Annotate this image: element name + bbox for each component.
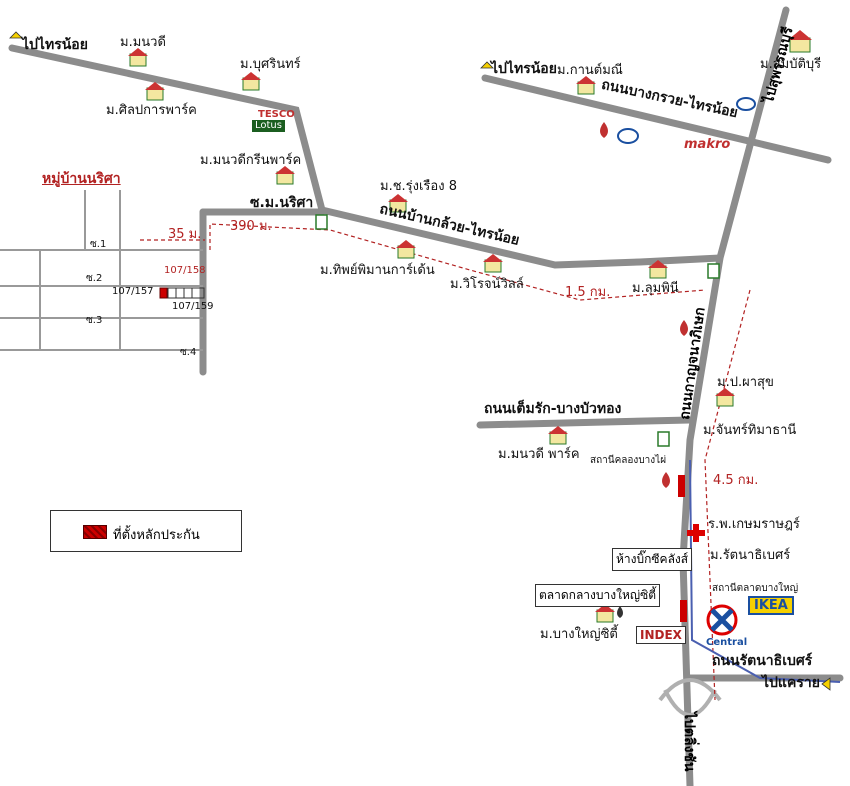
road-label-rattanathibet: ถนนรัตนาธิเบศร์ <box>712 653 813 669</box>
village-icon <box>483 254 503 273</box>
village-icon <box>275 166 295 185</box>
inset-soi-3: ซ.3 <box>86 315 103 326</box>
interchange <box>658 678 722 717</box>
place-market: ตลาดกลางบางใหญ่ซิตี้ <box>535 584 661 607</box>
gas-station-icons <box>600 122 688 618</box>
station-khlong-marker <box>678 475 685 497</box>
central-logo-icon <box>706 604 738 636</box>
village-thip: ม.ทิพย์พิมานการ์เด้น <box>320 263 435 278</box>
collateral-lots <box>159 287 205 299</box>
direction-nonthaburi: ไปตลิ่งชัน <box>681 712 697 772</box>
hospital-cross-icon <box>687 524 705 542</box>
place-big-c: ห้างบิ๊กซีคลังส์ <box>612 548 693 571</box>
legend-label: ที่ตั้งหลักประกัน <box>113 528 200 543</box>
station-talad-marker <box>680 600 687 622</box>
village-icon <box>145 82 165 101</box>
village-monvadee-park: ม.มนวดี พาร์ค <box>498 447 580 462</box>
distance-4-5km: 4.5 กม. <box>713 473 759 488</box>
village-monvadee: ม.มนวดี <box>120 35 166 50</box>
road-tem-rak <box>476 416 694 429</box>
station-khlong-bang-phai: สถานีคลองบางไผ่ <box>590 455 667 466</box>
inset-lot-157: 107/157 <box>112 286 154 297</box>
distance-1-5km: 1.5 กม. <box>565 285 611 300</box>
esso-icons <box>617 97 756 144</box>
place-hospital: ร.พ.เกษมราษฎร์ <box>708 517 800 532</box>
village-icon <box>396 240 416 259</box>
road-label-tem-rak: ถนนเต็มรัก-บางบัวทอง <box>484 401 622 417</box>
brand-lotus: Lotus <box>252 120 285 132</box>
main-roads <box>8 6 844 786</box>
village-viroj: ม.วิโรจน์วิลล์ <box>450 277 524 292</box>
legend-swatch <box>83 525 107 539</box>
village-icon <box>388 194 408 213</box>
village-sombat: ม.สมบัติบุรี <box>760 57 822 72</box>
village-icon <box>576 76 596 95</box>
road-ban-kluai-sai-noi <box>8 44 724 269</box>
village-icon <box>128 48 148 67</box>
road-bang-kruai-sai-noi <box>481 74 832 164</box>
place-index: INDEX <box>636 626 686 644</box>
village-icon <box>788 30 812 53</box>
road-label-soi-narisa: ซ.ม.นริศา <box>250 195 314 211</box>
direction-flags <box>9 31 831 691</box>
station-talad-bang-yai: สถานีตลาดบางใหญ่ <box>712 583 799 594</box>
brand-tesco: TESCO <box>258 109 295 120</box>
inset-title: หมู่บ้านนริศา <box>42 171 121 187</box>
village-pasuk: ม.ป.ผาสุข <box>717 375 774 390</box>
inset-soi-4: ซ.4 <box>180 347 197 358</box>
inset-soi-1: ซ.1 <box>90 239 107 250</box>
direction-pak-kret: ไปแคราย <box>762 675 820 691</box>
brand-makro: makro <box>684 137 731 152</box>
village-burin: ม.บุศรินทร์ <box>240 57 301 72</box>
village-rungruang: ม.ช.รุ่งเรือง 8 <box>380 179 457 194</box>
inset-soi-2: ซ.2 <box>86 273 103 284</box>
village-kanmanee: ม.กานต์มณี <box>557 63 623 78</box>
distance-390m: 390 ม. <box>230 219 272 234</box>
seven-eleven-icons <box>315 214 720 447</box>
inset-lot-158: 107/158 <box>164 265 206 276</box>
village-chantima: ม.จันทร์ทิมาธานี <box>703 423 797 438</box>
legend: ที่ตั้งหลักประกัน <box>50 510 242 552</box>
brand-ikea: IKEA <box>748 596 794 615</box>
village-icon <box>648 260 668 279</box>
village-monvadee-green: ม.มนวดีกรีนพาร์ค <box>200 153 302 168</box>
village-rattanathibet: ม.รัตนาธิเบศร์ <box>710 548 791 563</box>
village-icon <box>548 426 568 445</box>
village-silapakorn: ม.ศิลปการพาร์ค <box>106 103 197 118</box>
distance-35m: 35 ม. <box>168 227 202 242</box>
village-icon <box>241 72 261 91</box>
inset-grid <box>0 190 203 351</box>
village-lumpini: ม.ลุมพินี <box>632 281 679 296</box>
village-bangyai-city: ม.บางใหญ่ซิตี้ <box>540 627 618 642</box>
collateral-marker <box>159 287 168 299</box>
direction-sai-noi-right: ไปไทรน้อย <box>491 61 557 77</box>
brand-central: Central <box>706 637 748 648</box>
direction-sai-noi-left: ไปไทรน้อย <box>22 37 88 53</box>
village-icon <box>715 388 735 407</box>
village-icon <box>595 604 615 623</box>
village-icons <box>128 30 812 623</box>
inset-lot-159: 107/159 <box>172 301 214 312</box>
